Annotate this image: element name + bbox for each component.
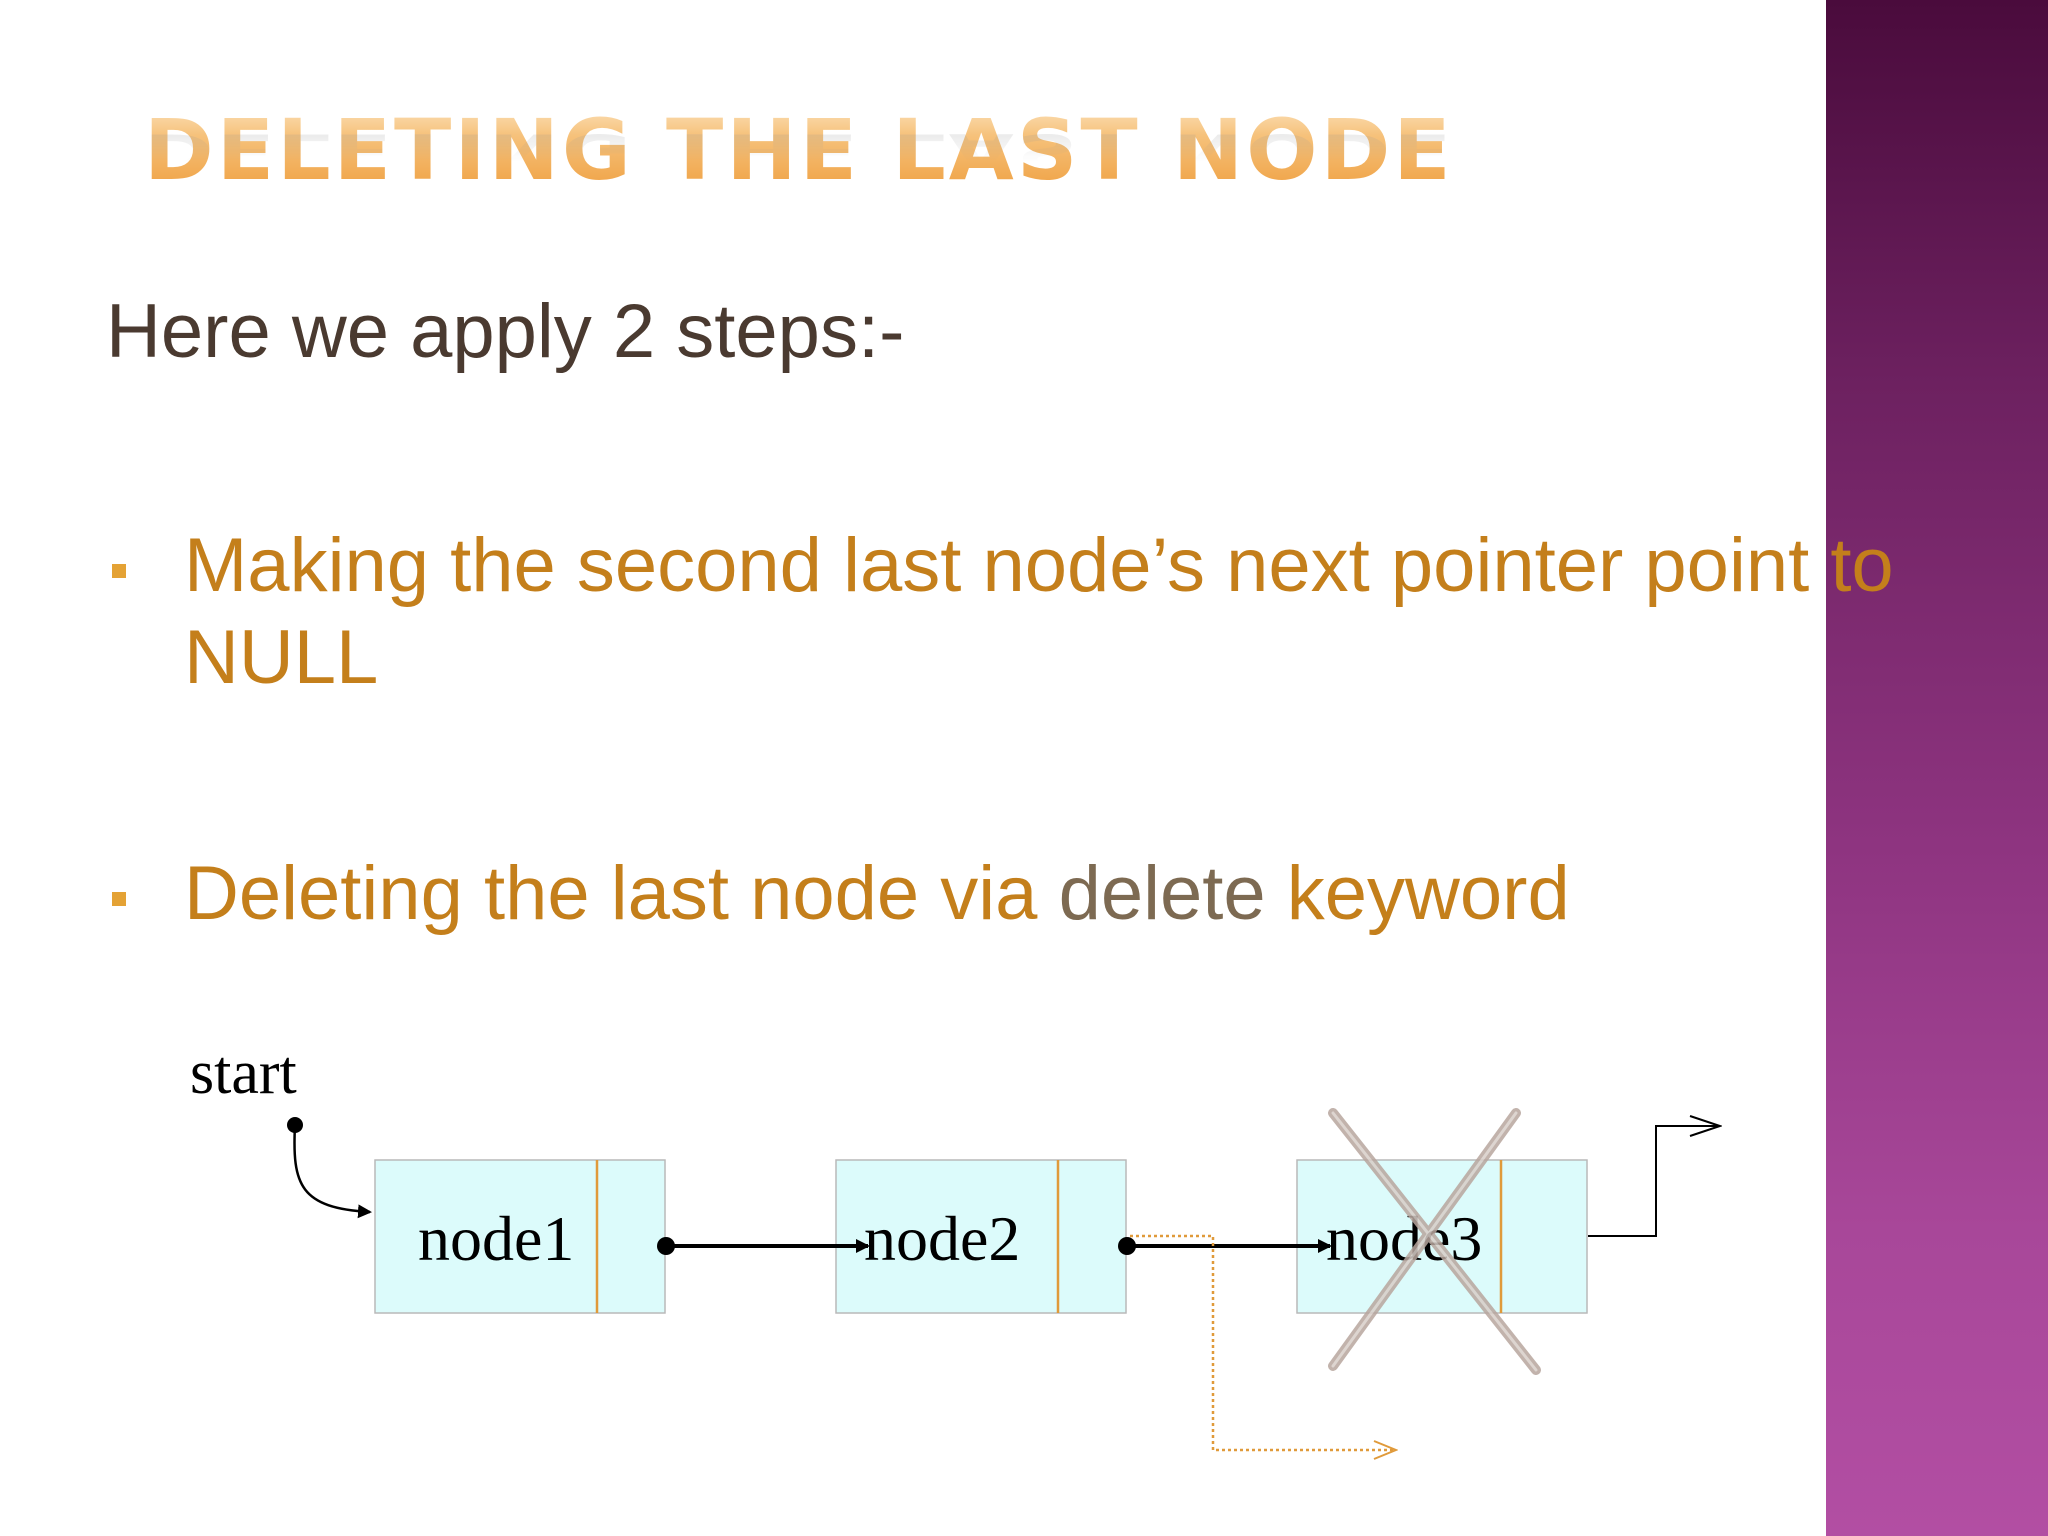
delete-cross-highlight-b	[1331, 1111, 1518, 1368]
bullet-list: Making the second last node’s next point…	[106, 520, 1946, 940]
node-box-2: node2	[835, 1159, 1127, 1314]
node-box-3: node3	[1296, 1159, 1588, 1314]
bullet-text-step-2-prefix: Deleting the last node via	[184, 851, 1059, 936]
node-box-1: node1	[374, 1159, 666, 1314]
start-pointer-arrow	[293, 1124, 372, 1219]
bullet-text-step-2-suffix: keyword	[1265, 851, 1570, 936]
square-bullet-icon	[112, 892, 126, 906]
node-3-next-null-arrow	[1588, 1126, 1720, 1237]
bullet-text-step-1: Making the second last node’s next point…	[184, 523, 1894, 700]
node-1-data-cell	[374, 1159, 666, 1314]
bullet-item-step-1: Making the second last node’s next point…	[106, 520, 1946, 704]
decorative-side-band	[1826, 0, 2048, 1536]
slide-title: Deleting the last node	[144, 101, 1454, 199]
delete-cross-highlight-a	[1331, 1111, 1538, 1372]
delete-keyword-text: delete	[1058, 851, 1266, 936]
node-3-data-cell	[1296, 1159, 1588, 1314]
square-bullet-icon	[112, 564, 126, 578]
node-2-data-cell	[835, 1159, 1127, 1314]
intro-text: Here we apply 2 steps:-	[106, 289, 905, 374]
node-1-label: node1	[418, 1203, 574, 1274]
start-label: start	[190, 1039, 297, 1107]
delete-cross-mark	[1328, 1108, 1541, 1375]
bullet-item-step-2: Deleting the last node via delete keywor…	[106, 848, 1946, 940]
node-2-label: node2	[864, 1203, 1020, 1274]
